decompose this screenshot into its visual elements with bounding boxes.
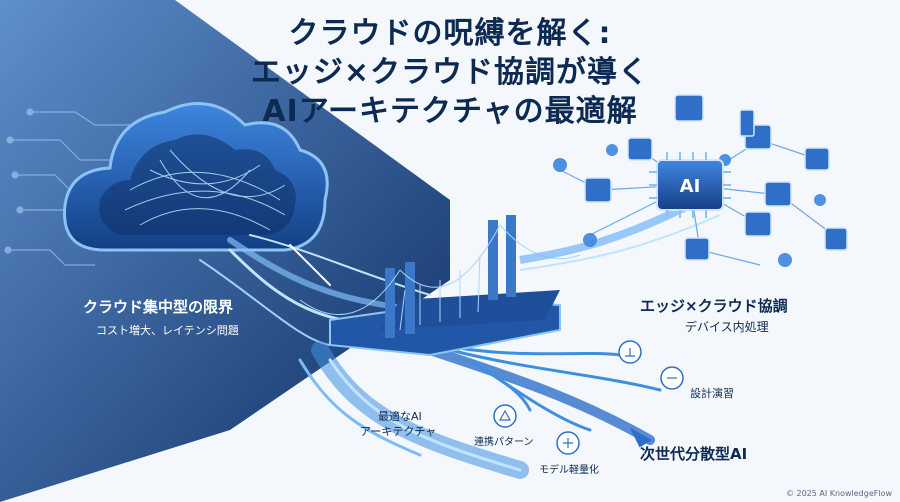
ai-chip-label: AI [680, 176, 701, 197]
cloud-icon [63, 102, 329, 252]
output-stream [298, 341, 662, 479]
edge-network: AI [553, 94, 848, 267]
copyright-footer: © 2025 AI KnowledgeFlow [785, 489, 892, 498]
left-panel-subtext: コスト増大、レイテンシ問題 [96, 324, 239, 337]
title-line-1: クラウドの呪縛を解く: [288, 16, 612, 51]
pattern-label: 連携パターン [474, 437, 534, 448]
right-panel-subtext: デバイス内処理 [685, 320, 769, 334]
pattern-icon [493, 404, 517, 428]
bridge-label-line-2: アーキテクチャ [360, 425, 437, 438]
design-label: 設計演習 [690, 387, 734, 400]
left-panel-heading: クラウド集中型の限界 [83, 298, 234, 316]
edge-node-icons [584, 94, 848, 261]
right-panel-heading: エッジ×クラウド協調 [640, 297, 788, 315]
future-label: 次世代分散型AI [640, 445, 748, 463]
bridge-label-line-1: 最適なAI [378, 410, 422, 423]
bridge [299, 196, 721, 357]
model-label: モデル軽量化 [539, 465, 599, 476]
title-line-2: エッジ×クラウド協調が導く [250, 55, 650, 90]
ai-chip-icon: AI [649, 152, 731, 218]
title-line-3: AIアーキテクチャの最適解 [262, 94, 638, 129]
